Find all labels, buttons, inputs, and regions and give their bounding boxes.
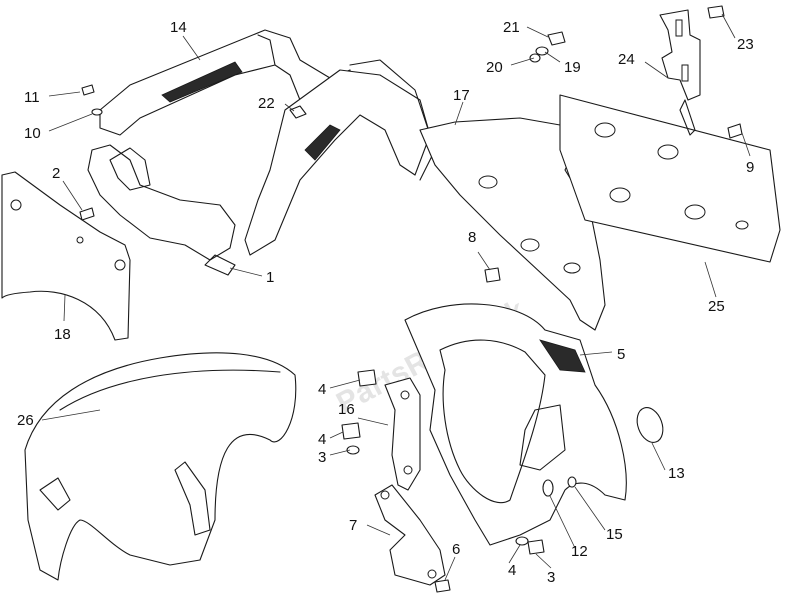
callout-10: 10 — [24, 125, 41, 142]
callout-25: 25 — [708, 298, 725, 315]
callout-15: 15 — [606, 526, 623, 543]
callout-11: 11 — [24, 89, 40, 106]
part-5-front-fender — [404, 303, 627, 546]
part-7-lower-bracket — [374, 484, 446, 586]
callout-20: 20 — [486, 59, 503, 76]
callout-2: 2 — [52, 165, 60, 182]
callout-7: 7 — [349, 517, 357, 534]
callout-24: 24 — [618, 51, 635, 68]
part-1-rear-frame — [87, 59, 436, 276]
part-12-spacer — [542, 479, 554, 497]
callout-6: 6 — [452, 541, 460, 558]
callout-13: 13 — [668, 465, 685, 482]
part-26-rear-fender — [24, 352, 297, 581]
part-18-mud-flap — [1, 171, 131, 341]
callout-8: 8 — [468, 229, 476, 246]
part-25-number-plate — [559, 94, 781, 263]
callout-1: 1 — [266, 269, 274, 286]
callout-22: 22 — [258, 95, 275, 112]
callout-labels: 14 11 10 22 2 1 18 21 20 19 24 23 17 9 8… — [17, 19, 754, 586]
callout-26: 26 — [17, 412, 34, 429]
part-15-spacer — [567, 476, 577, 488]
callout-4a: 4 — [318, 381, 326, 398]
callout-5: 5 — [617, 346, 625, 363]
callout-9: 9 — [746, 159, 754, 176]
leader-lines — [41, 13, 751, 581]
callout-21: 21 — [503, 19, 520, 36]
callout-16: 16 — [338, 401, 355, 418]
callout-23: 23 — [737, 36, 754, 53]
callout-4b: 4 — [318, 431, 326, 448]
callout-3b: 3 — [547, 569, 555, 586]
part-17-plate-support — [419, 117, 606, 331]
callout-18: 18 — [54, 326, 71, 343]
part-13-round-cap — [636, 407, 664, 443]
callout-3a: 3 — [318, 449, 326, 466]
part-24-small-bracket — [659, 9, 701, 136]
callout-4c: 4 — [508, 562, 516, 579]
callout-14: 14 — [170, 19, 187, 36]
callout-19: 19 — [564, 59, 581, 76]
callout-17: 17 — [453, 87, 470, 104]
hardware-screws-washers — [79, 5, 743, 593]
part-16-bracket — [384, 377, 421, 491]
callout-12: 12 — [571, 543, 588, 560]
